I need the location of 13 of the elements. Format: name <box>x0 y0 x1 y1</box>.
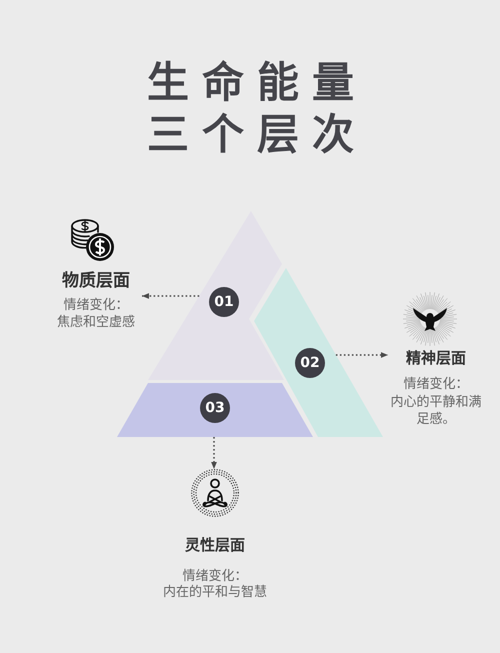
level-heading: 精神层面 <box>406 348 466 368</box>
description-text: 情绪变化： <box>64 296 128 314</box>
level-heading: 灵性层面 <box>185 536 245 554</box>
description-text: 情绪变化： <box>404 376 468 394</box>
level-heading: 物质层面 <box>62 270 130 292</box>
dotted-arrow <box>336 352 388 358</box>
description-text: 内心的平静和满足感。 <box>390 394 482 428</box>
description-text: 内在的平和与智慧 <box>163 584 267 600</box>
description-text: 情绪变化： <box>182 569 248 584</box>
description-text: 焦虑和空虚感 <box>57 314 135 330</box>
dotted-arrow <box>142 293 200 299</box>
dotted-arrow <box>211 437 217 469</box>
title: 生命能量三个层次 <box>147 57 368 161</box>
